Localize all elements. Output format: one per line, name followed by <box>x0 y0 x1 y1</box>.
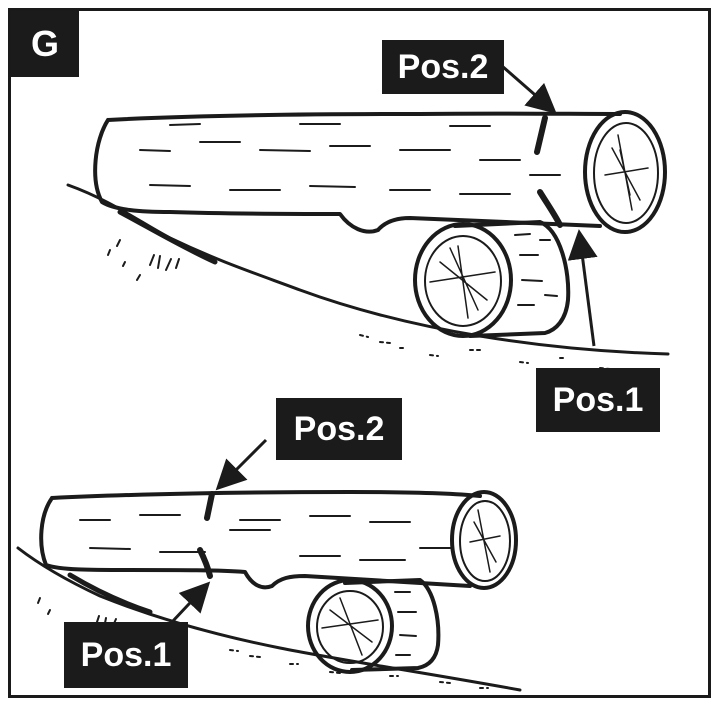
top-pos1-label: Pos.1 <box>536 368 660 432</box>
top-support-log-end <box>413 222 513 338</box>
top-main-log-body <box>93 111 622 234</box>
bottom-support-log-body <box>343 578 441 672</box>
bottom-pos2-mark <box>204 491 215 521</box>
bottom-main-log-body <box>39 490 482 590</box>
top-main-log-ring <box>593 122 659 224</box>
bottom-main-log-grain <box>469 509 501 573</box>
bottom-ground-dots <box>229 649 489 689</box>
panel-letter-badge: G <box>11 11 79 77</box>
top-support-log-bark <box>514 233 558 306</box>
top-pos2-mark <box>534 115 548 155</box>
bottom-pos1-label: Pos.1 <box>64 622 188 688</box>
top-slope-shadow <box>117 209 218 265</box>
top-pos2-arrow <box>501 64 557 114</box>
top-pos1-arrow <box>567 229 598 347</box>
bottom-main-log-ring <box>459 500 511 582</box>
bottom-main-log-end <box>450 490 518 590</box>
bottom-support-log-bark <box>394 591 417 656</box>
top-support-log-grain <box>429 245 496 319</box>
top-support-log-body <box>453 220 571 338</box>
top-main-log-grain <box>604 134 649 211</box>
bottom-pos2-label: Pos.2 <box>276 398 402 460</box>
bottom-support-log-grain <box>321 597 379 656</box>
top-support-log-ring <box>424 235 502 327</box>
bottom-pos2-arrow <box>215 438 268 491</box>
top-main-log-end <box>583 110 667 234</box>
bottom-pos1-mark <box>197 547 213 579</box>
bottom-support-log-ring <box>316 590 384 664</box>
bottom-main-log-bark <box>79 514 451 561</box>
top-main-log-bark <box>139 123 561 195</box>
top-scene <box>66 110 670 370</box>
top-pos2-label: Pos.2 <box>382 40 504 94</box>
top-pos1-mark <box>537 189 563 228</box>
bottom-pos1-arrow <box>170 581 211 624</box>
top-grass <box>107 239 180 281</box>
top-ground-dots <box>359 334 611 370</box>
bottom-slope-shadow <box>67 572 153 615</box>
bottom-scene <box>16 490 522 692</box>
